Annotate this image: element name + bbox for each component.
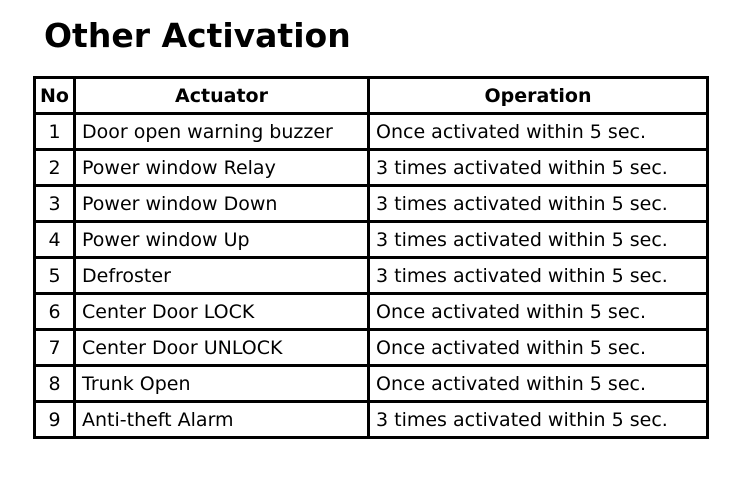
cell-actuator: Defroster: [73, 256, 370, 295]
column-header-no: No: [33, 76, 76, 115]
cell-operation: 3 times activated within 5 sec.: [367, 220, 709, 259]
cell-operation: 3 times activated within 5 sec.: [367, 184, 709, 223]
cell-no: 1: [33, 112, 76, 151]
cell-operation: 3 times activated within 5 sec.: [367, 148, 709, 187]
cell-actuator: Door open warning buzzer: [73, 112, 370, 151]
cell-operation: 3 times activated within 5 sec.: [367, 400, 709, 439]
cell-operation: 3 times activated within 5 sec.: [367, 256, 709, 295]
page-title: Other Activation: [44, 16, 351, 55]
cell-no: 8: [33, 364, 76, 403]
cell-no: 3: [33, 184, 76, 223]
cell-no: 7: [33, 328, 76, 367]
cell-operation: Once activated within 5 sec.: [367, 112, 709, 151]
cell-no: 5: [33, 256, 76, 295]
column-header-operation: Operation: [367, 76, 709, 115]
column-header-actuator: Actuator: [73, 76, 370, 115]
cell-operation: Once activated within 5 sec.: [367, 364, 709, 403]
cell-no: 9: [33, 400, 76, 439]
cell-actuator: Center Door UNLOCK: [73, 328, 370, 367]
cell-actuator: Power window Down: [73, 184, 370, 223]
cell-no: 6: [33, 292, 76, 331]
table-header-row: No Actuator Operation: [33, 76, 709, 115]
cell-no: 4: [33, 220, 76, 259]
cell-no: 2: [33, 148, 76, 187]
cell-operation: Once activated within 5 sec.: [367, 292, 709, 331]
table-header: No Actuator Operation: [33, 76, 709, 115]
cell-actuator: Power window Relay: [73, 148, 370, 187]
cell-actuator: Anti-theft Alarm: [73, 400, 370, 439]
cell-operation: Once activated within 5 sec.: [367, 328, 709, 367]
cell-actuator: Trunk Open: [73, 364, 370, 403]
cell-actuator: Power window Up: [73, 220, 370, 259]
cell-actuator: Center Door LOCK: [73, 292, 370, 331]
